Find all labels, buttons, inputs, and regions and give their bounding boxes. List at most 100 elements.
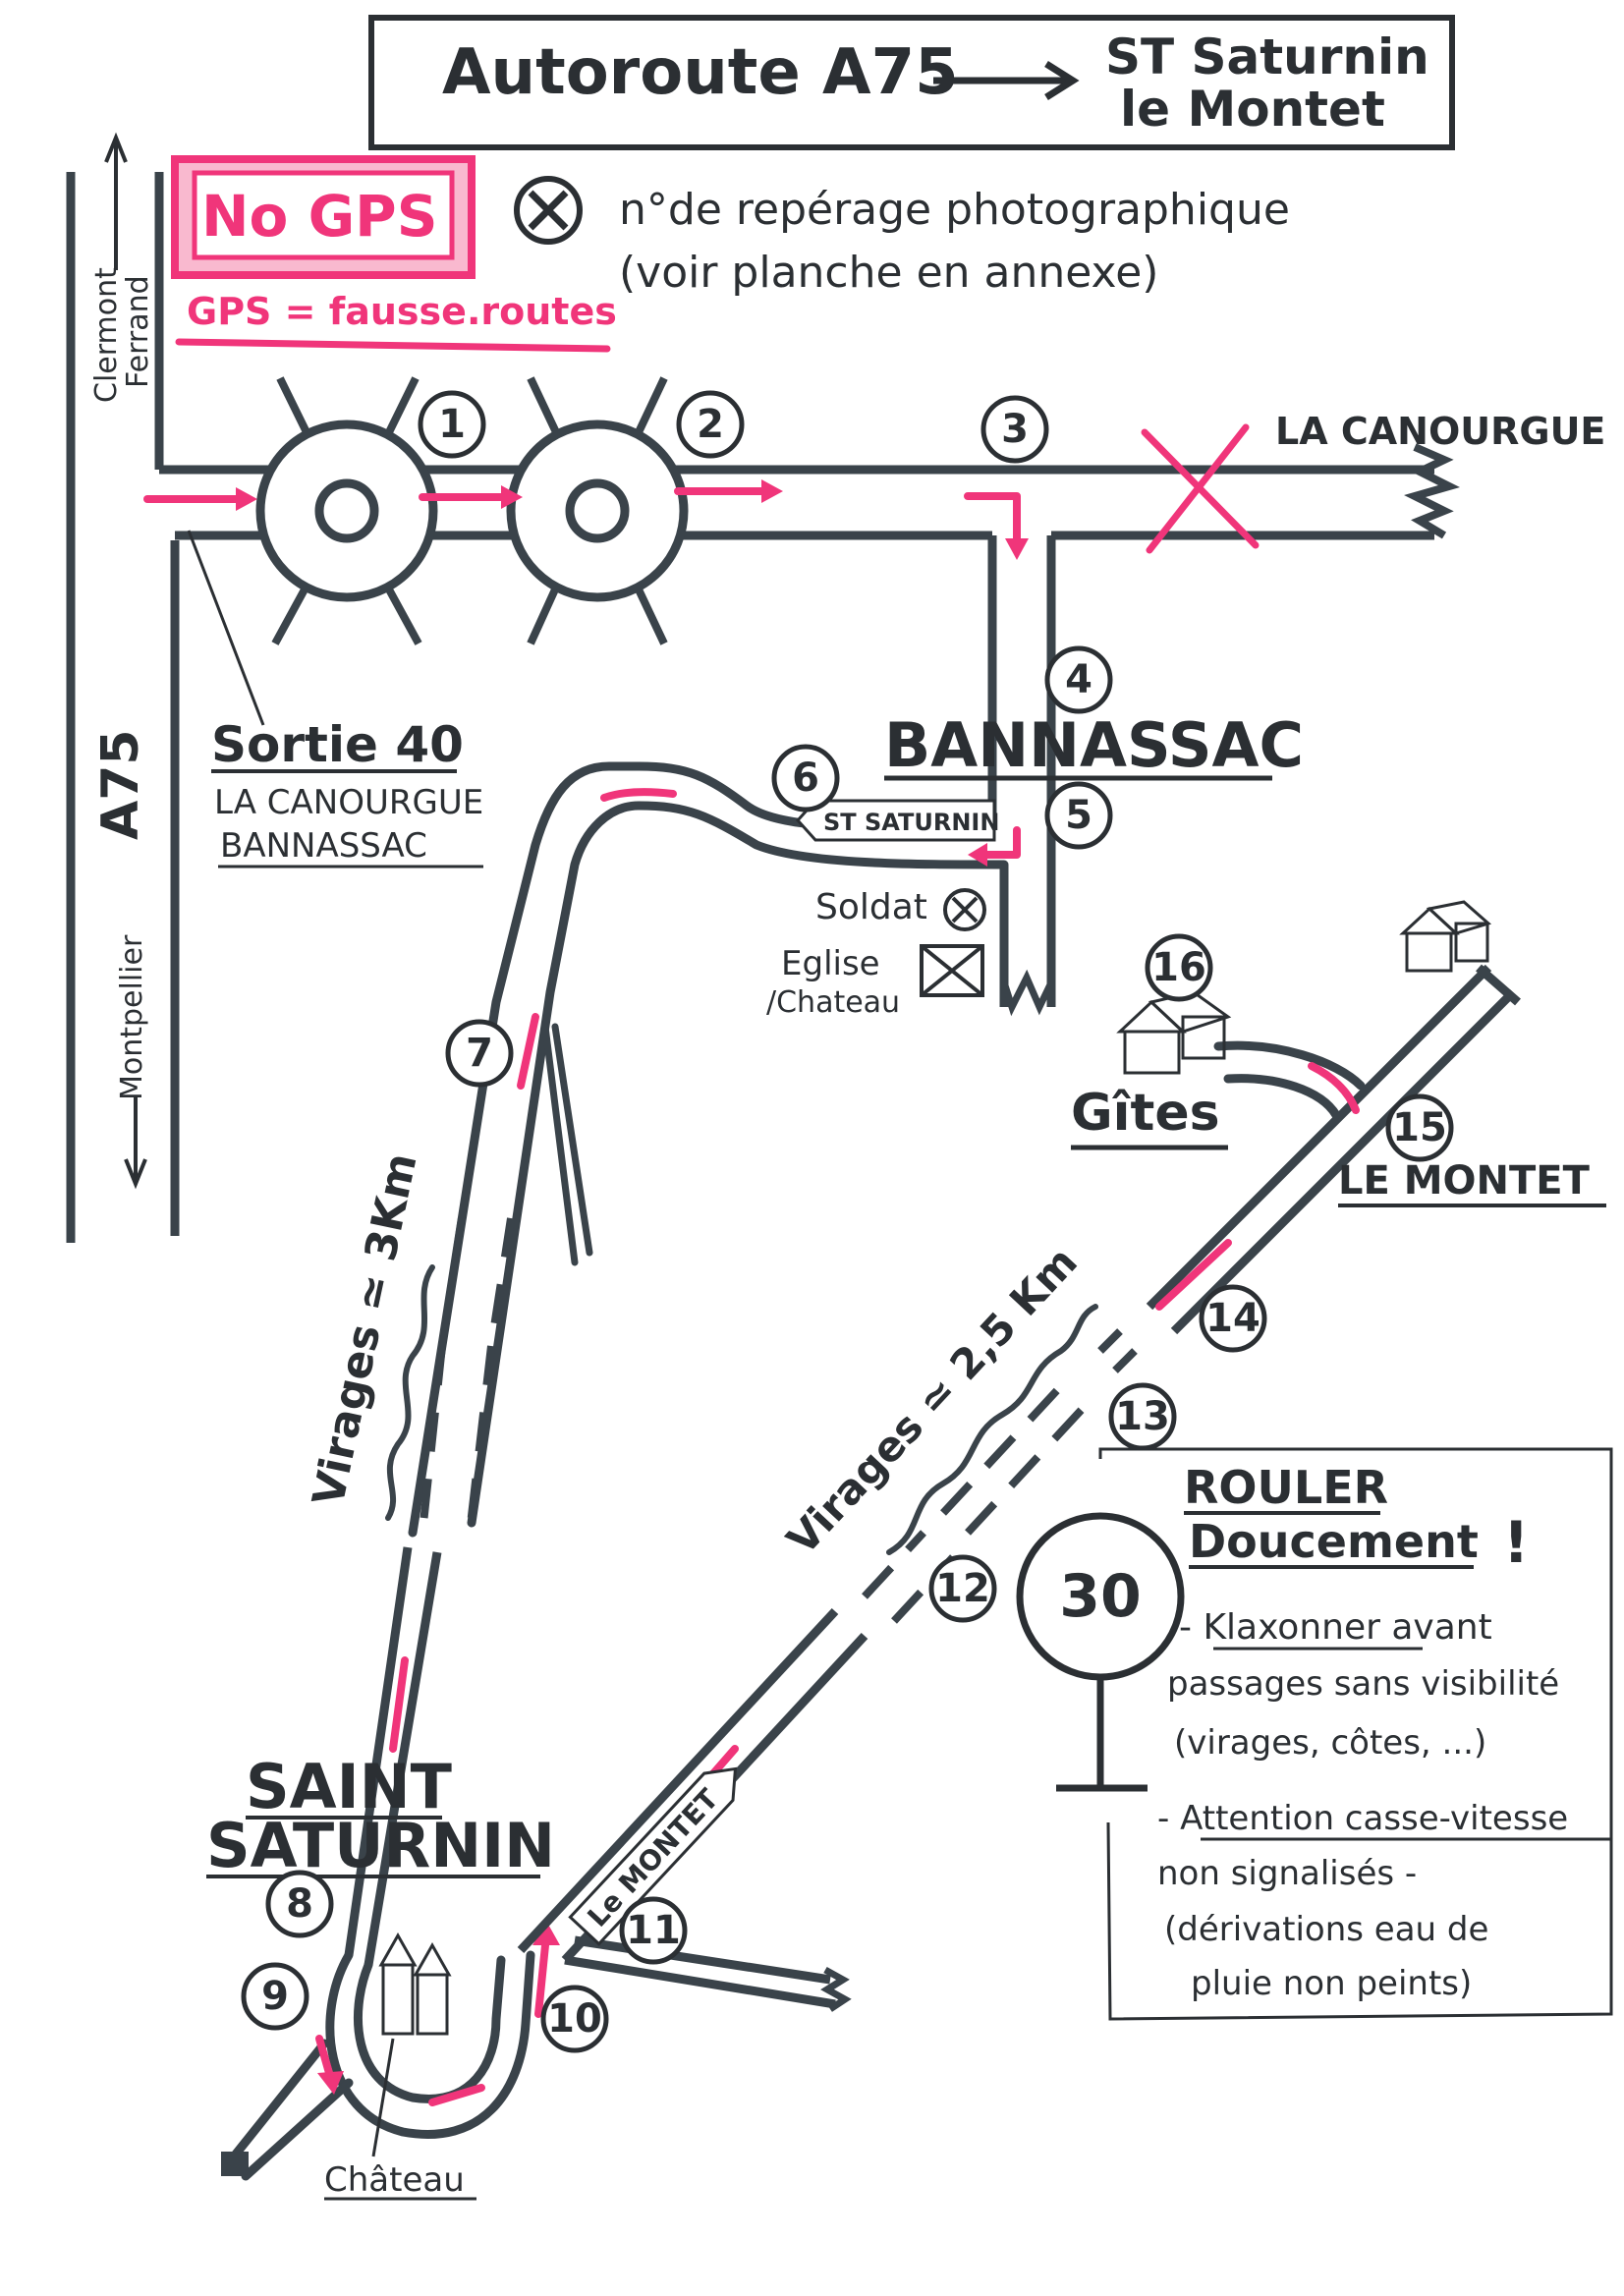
svg-text:3: 3 xyxy=(1001,407,1029,452)
advice-item2-head: Attention casse-vitesse xyxy=(1180,1799,1568,1838)
west-road: Virages ≃ 3Km xyxy=(304,1013,593,1534)
st-saturnin-sign: ST SATURNIN xyxy=(795,799,999,842)
advice-item2-line2: non signalisés - xyxy=(1157,1854,1417,1893)
header-to-line2: le Montet xyxy=(1120,81,1385,138)
marker-10: 10 xyxy=(540,1985,609,2053)
marker-5: 5 xyxy=(1044,781,1113,850)
chateau-icon xyxy=(378,1932,452,2036)
advice-title-2: Doucement xyxy=(1189,1515,1479,1568)
place-bannassac: BANNASSAC xyxy=(884,709,1304,781)
no-gps-warning: No GPS GPS = fausse.routes xyxy=(171,155,617,353)
north-label-1: Clermont xyxy=(89,267,124,403)
advice-item1-rest: avant xyxy=(1380,1607,1492,1648)
svg-text:2: 2 xyxy=(697,402,724,447)
photo-marker-icon xyxy=(943,888,986,931)
advice-item1-head: Klaxonner xyxy=(1203,1607,1380,1648)
arrow-down-icon xyxy=(124,1095,147,1190)
bannassac-road: BANNASSAC ST SATURNIN Soldat Eglise /Cha… xyxy=(408,535,1304,1538)
place-st-saturnin-sign: ST SATURNIN xyxy=(823,809,999,836)
place-le-montet: LE MONTET xyxy=(1338,1158,1591,1204)
marker-8: 8 xyxy=(265,1870,334,1938)
main-road: LA CANOURGUE xyxy=(143,376,1605,645)
svg-text:8: 8 xyxy=(286,1881,313,1927)
svg-text:14: 14 xyxy=(1205,1296,1260,1341)
place-saturnin: SATURNIN xyxy=(206,1810,555,1881)
no-entry-cross-icon xyxy=(1141,423,1260,554)
advice-item2-line1: - Attention casse-vitesse xyxy=(1157,1799,1568,1838)
marker-13: 13 xyxy=(1108,1382,1177,1451)
advice-panel: 30 ROULER Doucement ! - Klaxonner avant … xyxy=(1016,1447,1613,2021)
house-icon xyxy=(1116,990,1232,1075)
legend: n°de repérage photographique (voir planc… xyxy=(514,176,1290,298)
legend-line2: (voir planche en annexe) xyxy=(619,248,1158,298)
place-gites: Gîtes xyxy=(1071,1084,1220,1143)
speed-limit-value: 30 xyxy=(1059,1562,1142,1631)
exit-line1: LA CANOURGUE xyxy=(214,783,483,822)
advice-item1-line1: - Klaxonner avant xyxy=(1179,1607,1492,1648)
house-icon xyxy=(1399,900,1492,973)
exit-label: Sortie 40 LA CANOURGUE BANNASSAC xyxy=(187,530,483,868)
legend-line1: n°de repérage photographique xyxy=(619,185,1290,235)
marker-16: 16 xyxy=(1145,933,1213,1002)
segment-virages-3km: Virages ≃ 3Km xyxy=(304,1148,427,1510)
header-box: Autoroute A75 ST Saturnin le Montet xyxy=(368,15,1455,150)
saint-saturnin: SAINT SATURNIN Château xyxy=(206,1546,560,2201)
svg-text:12: 12 xyxy=(935,1566,990,1611)
place-soldat: Soldat xyxy=(815,887,927,927)
advice-item2-line3: (dérivations eau de xyxy=(1164,1910,1488,1949)
advice-item1-line2: passages sans visibilité xyxy=(1167,1664,1559,1704)
place-eglise: Eglise xyxy=(781,944,880,983)
exit-line2: BANNASSAC xyxy=(220,826,427,866)
motorway-a75: Clermont Ferrand A75 Montpellier xyxy=(66,132,180,1243)
marker-12: 12 xyxy=(928,1554,997,1623)
svg-text:13: 13 xyxy=(1115,1394,1170,1439)
roundabout-1 xyxy=(255,376,438,645)
no-gps-badge: No GPS xyxy=(201,183,437,250)
svg-text:16: 16 xyxy=(1151,945,1206,990)
svg-text:1: 1 xyxy=(438,402,466,447)
svg-text:4: 4 xyxy=(1065,657,1092,702)
marker-2: 2 xyxy=(676,390,745,459)
svg-text:6: 6 xyxy=(792,756,819,801)
marker-7: 7 xyxy=(445,1019,514,1088)
svg-text:7: 7 xyxy=(466,1031,493,1076)
marker-14: 14 xyxy=(1199,1284,1267,1353)
place-la-canourgue: LA CANOURGUE xyxy=(1275,410,1605,453)
segment-virages-25km: Virages ≃ 2,5 Km xyxy=(777,1238,1086,1564)
motorway-name: A75 xyxy=(91,729,150,840)
place-saint: SAINT xyxy=(246,1751,452,1822)
marker-15: 15 xyxy=(1385,1093,1454,1162)
svg-text:5: 5 xyxy=(1065,793,1092,838)
marker-11: 11 xyxy=(619,1896,688,1965)
header-to-line1: ST Saturnin xyxy=(1105,28,1429,85)
advice-item2-line4: pluie non peints) xyxy=(1191,1964,1472,2003)
marker-9: 9 xyxy=(241,1962,309,2031)
advice-exclaim: ! xyxy=(1503,1509,1529,1576)
marker-6: 6 xyxy=(771,744,840,812)
marker-1: 1 xyxy=(418,390,486,459)
church-photo-icon xyxy=(920,944,984,997)
marker-3: 3 xyxy=(980,395,1049,464)
svg-text:10: 10 xyxy=(547,1996,602,2042)
place-chateau-bannassac: /Chateau xyxy=(766,985,900,1020)
svg-text:11: 11 xyxy=(626,1908,681,1953)
svg-text:15: 15 xyxy=(1392,1105,1447,1150)
marker-4: 4 xyxy=(1044,645,1113,714)
photo-marker-icon xyxy=(514,176,583,245)
exit-title: Sortie 40 xyxy=(211,716,464,773)
svg-text:9: 9 xyxy=(261,1974,289,2019)
north-label-2: Ferrand xyxy=(121,275,155,388)
header-from: Autoroute A75 xyxy=(442,36,959,109)
speed-limit-sign-icon: 30 xyxy=(1016,1512,1185,1792)
arrow-right-icon xyxy=(933,61,1080,100)
advice-item1-line3: (virages, côtes, ...) xyxy=(1174,1723,1486,1763)
roundabout-2 xyxy=(506,376,689,645)
photo-markers: 1 2 3 4 5 6 7 8 9 10 11 12 13 14 15 16 xyxy=(241,390,1454,2053)
place-chateau: Château xyxy=(324,2160,465,2200)
gps-note: GPS = fausse.routes xyxy=(187,290,617,333)
arrow-up-icon xyxy=(104,132,128,270)
east-road: Le MONTET Virages ≃ 2,5 Km Gîtes xyxy=(517,900,1606,2012)
south-label: Montpellier xyxy=(115,934,149,1100)
advice-title-1: ROULER xyxy=(1184,1461,1388,1514)
